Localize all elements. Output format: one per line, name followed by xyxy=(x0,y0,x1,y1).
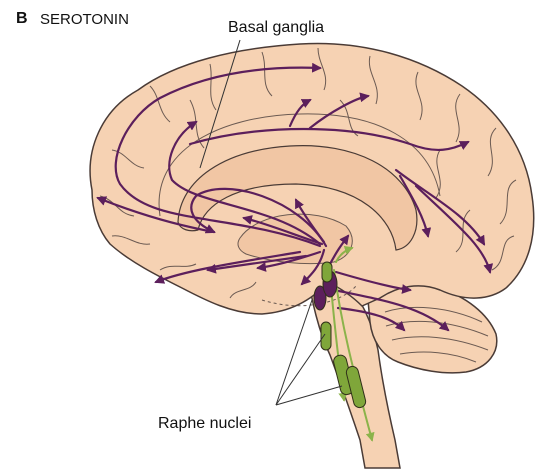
midbrain-raphe-nucleus xyxy=(322,262,332,282)
leader-raphe-1 xyxy=(276,300,312,405)
pontine-raphe-nucleus xyxy=(321,322,331,350)
basal-ganglia-label: Basal ganglia xyxy=(228,19,324,37)
leader-raphe-2 xyxy=(276,334,325,405)
raphe-nuclei-label: Raphe nuclei xyxy=(158,415,251,433)
leader-raphe-3 xyxy=(276,386,342,405)
